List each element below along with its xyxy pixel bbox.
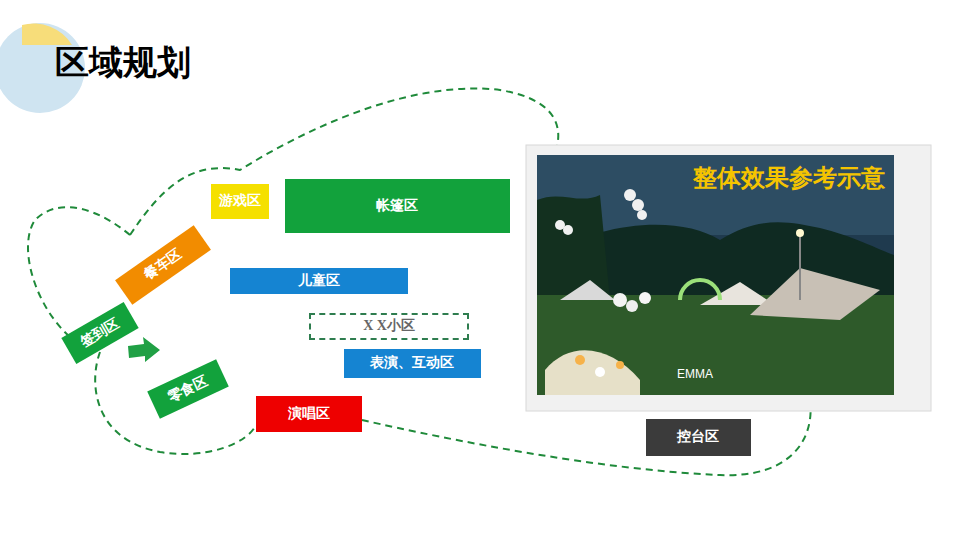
zone-box: 零食区 <box>147 359 229 418</box>
photo-frame <box>526 145 931 411</box>
placeholder-box: X X小区 <box>309 313 469 340</box>
photo-watermark: EMMA <box>677 367 713 381</box>
deco-quarter <box>22 23 72 45</box>
zone-label: X X小区 <box>363 318 415 335</box>
photo-caption: 整体效果参考示意 <box>693 162 885 194</box>
zone-box: 演唱区 <box>256 396 362 432</box>
zone-label: 签到区 <box>78 315 123 351</box>
zone-label: 餐车区 <box>141 246 185 284</box>
zone-label: 零食区 <box>165 373 210 406</box>
page-title: 区域规划 <box>55 40 191 86</box>
zone-label: 表演、互动区 <box>370 355 454 372</box>
zone-box: 儿童区 <box>230 268 408 294</box>
zone-box: 餐车区 <box>115 225 211 305</box>
zone-label: 演唱区 <box>288 406 330 423</box>
zone-box: 表演、互动区 <box>344 349 481 378</box>
zone-label: 控台区 <box>677 429 719 446</box>
zone-label: 游戏区 <box>219 193 261 210</box>
zone-box: 控台区 <box>646 419 751 456</box>
zone-label: 儿童区 <box>298 273 340 290</box>
direction-arrow <box>128 337 160 362</box>
reference-photo <box>537 155 894 395</box>
zone-box: 游戏区 <box>211 184 269 219</box>
zone-box: 帐篷区 <box>285 179 510 233</box>
zone-label: 帐篷区 <box>376 198 418 215</box>
